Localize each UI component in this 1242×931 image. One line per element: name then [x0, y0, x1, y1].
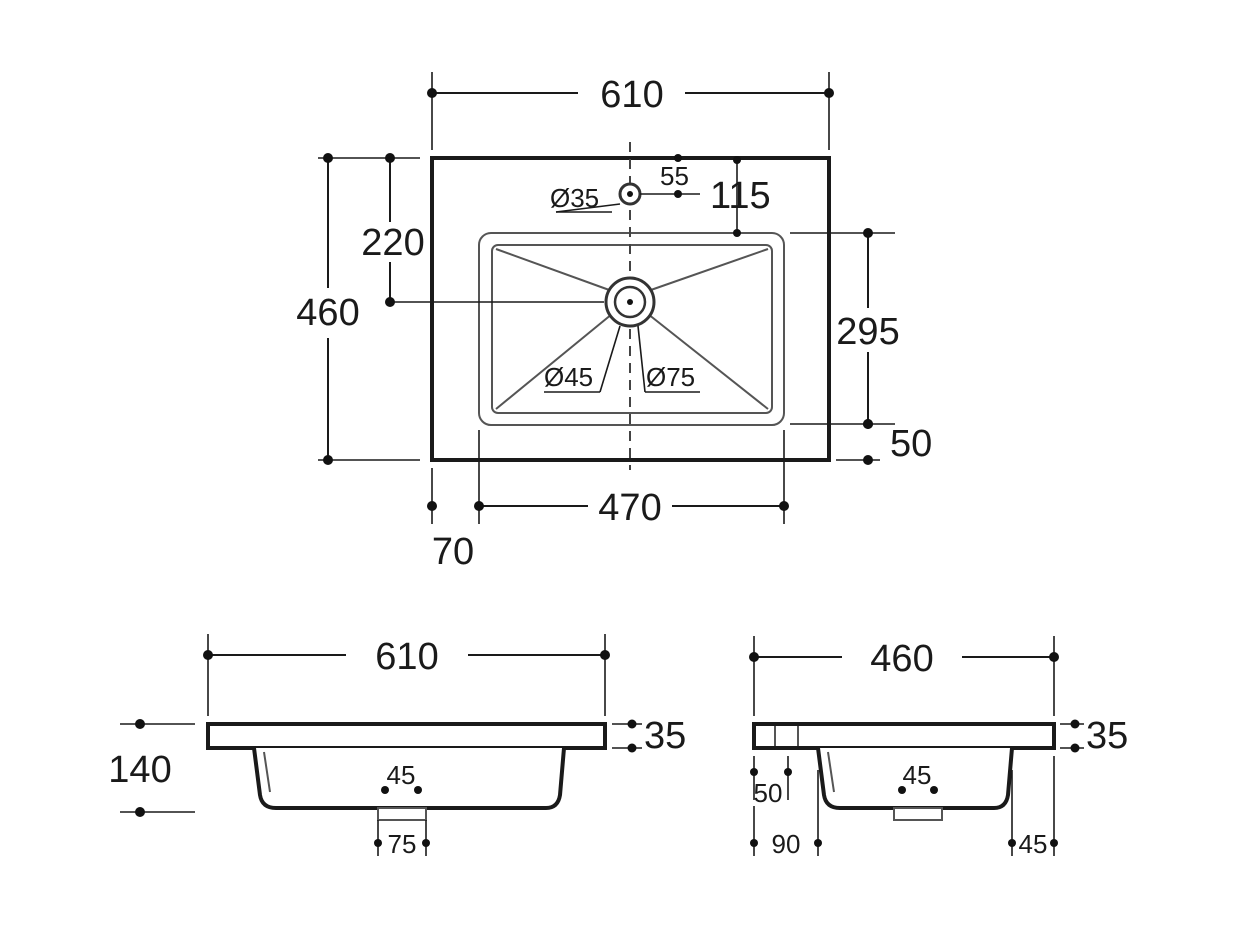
back-to-bowl-label: 115	[710, 175, 771, 217]
tap-hole-center	[627, 191, 633, 197]
front-view: 610 140 35 45 75	[108, 634, 686, 859]
side-margin-label: 70	[432, 531, 474, 573]
side-view-drain-pipe	[893, 807, 943, 821]
front-view-drain-pipe	[377, 807, 427, 821]
tap-offset-label: 55	[660, 161, 689, 191]
bowl-depth-label: 295	[836, 311, 899, 353]
top-depth-label: 460	[296, 292, 359, 334]
tap-hole-diameter-label: Ø35	[550, 183, 599, 213]
drain-outer-diameter-label: Ø75	[646, 362, 695, 392]
bowl-width-label: 470	[598, 487, 661, 529]
front-view-top-slab	[206, 722, 607, 750]
front-drain-pipe-label: 45	[387, 760, 416, 790]
slope-line-tl	[495, 248, 613, 292]
side-bowl-back-offset-label: 90	[772, 829, 801, 859]
bowl-outline	[478, 232, 785, 426]
side-view: 460 35 50 90 45 45	[749, 636, 1128, 859]
front-height-label: 140	[108, 749, 171, 791]
side-bowl-front-offset-label: 45	[1019, 829, 1048, 859]
drain-center-dot	[627, 299, 633, 305]
slope-line-br	[647, 313, 769, 410]
side-drain-pipe-label: 45	[903, 760, 932, 790]
slope-line-tr	[647, 248, 769, 292]
drain-inner-diameter-label: Ø45	[544, 362, 593, 392]
side-depth-label: 460	[870, 638, 933, 680]
front-top-thickness-label: 35	[644, 715, 686, 757]
bowl-inner-outline	[491, 244, 773, 414]
front-margin-label: 50	[890, 423, 932, 465]
slope-line-bl	[495, 313, 613, 410]
tap-to-drain-label: 220	[361, 222, 424, 264]
side-top-thickness-label: 35	[1086, 715, 1128, 757]
top-width-label: 610	[600, 74, 663, 116]
top-view: 610 460 220 Ø35 55 115 295	[296, 72, 932, 573]
front-width-label: 610	[375, 636, 438, 678]
side-back-offset-label: 50	[754, 778, 783, 808]
front-drain-outer-label: 75	[388, 829, 417, 859]
